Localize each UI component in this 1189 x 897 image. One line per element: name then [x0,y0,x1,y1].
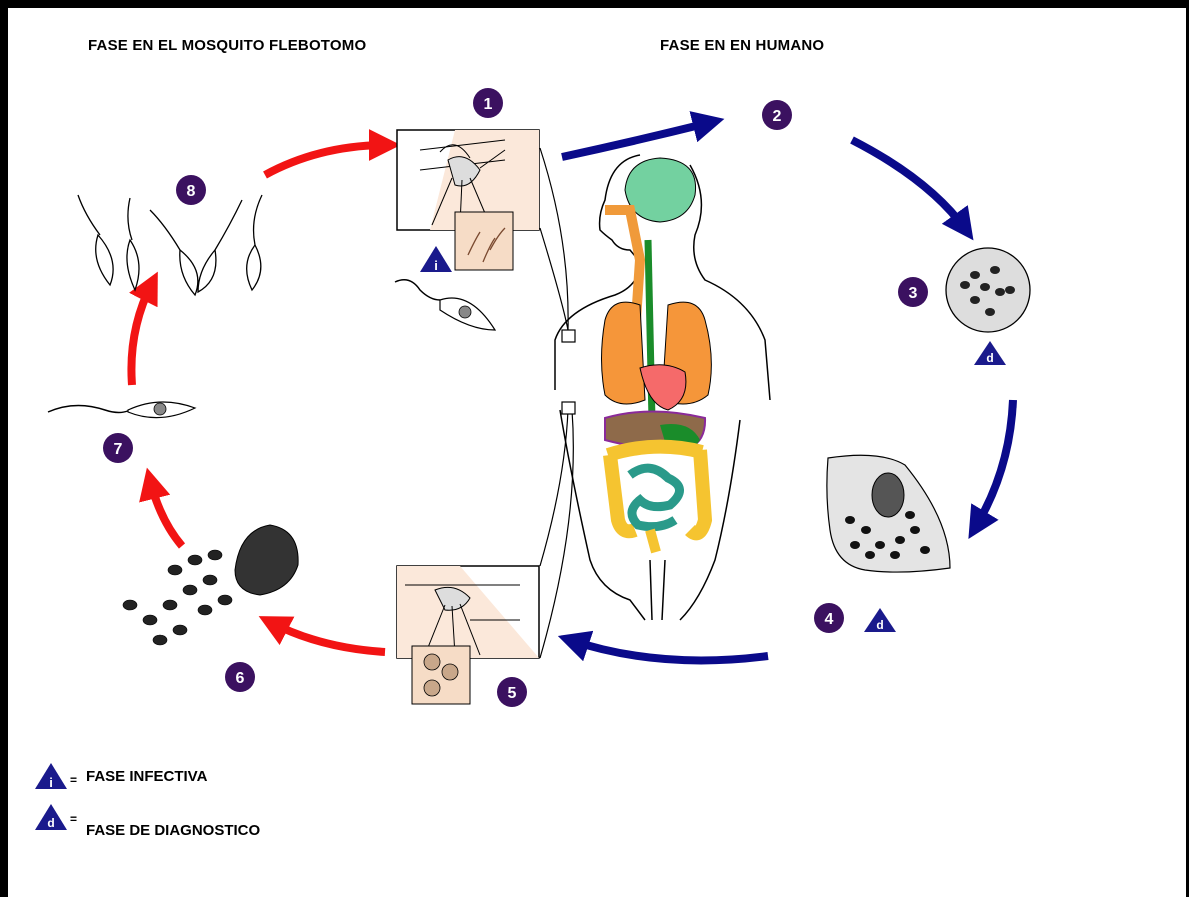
step-7-marker: 7 [103,433,133,463]
legend-diagnostic-equals: = [70,812,77,826]
diagnostic-stage-marker-4: d [864,608,896,632]
step-1-label: 1 [484,96,493,113]
promastigote-elongated-icon [48,402,195,418]
arrow-7-to-8 [131,283,152,385]
legend-diagnostic-icon: d [35,804,67,830]
step-2-label: 2 [773,108,782,125]
legend-infective-label: FASE INFECTIVA [86,768,207,785]
step-3-label: 3 [909,285,918,302]
infective-stage-marker: i [420,246,452,273]
legend-infective-letter: i [49,775,53,790]
arrow-3-to-4 [975,400,1013,528]
arrow-5-to-6 [270,622,385,652]
step-5-label: 5 [508,685,517,702]
legend-infective-equals: = [70,773,77,787]
step-8-label: 8 [187,183,196,200]
diagnostic-marker-4-letter: d [876,618,883,632]
legend-infective-icon: i [35,763,67,790]
arrow-6-to-7 [150,480,182,546]
infective-marker-letter: i [434,258,438,273]
step-6-label: 6 [236,670,245,687]
diagnostic-stage-marker-3: d [974,341,1006,365]
metacyclic-promastigotes-icon [78,195,262,295]
promastigote-icon [395,280,495,330]
diagnostic-marker-3-letter: d [986,351,993,365]
arrow-2-to-3 [852,140,966,230]
legend-diagnostic-letter: d [47,816,54,830]
macrophage-icon [827,455,950,572]
sandfly-bite-icon [397,130,539,270]
step-7-label: 7 [114,441,123,458]
arrow-8-to-1 [265,145,388,175]
legend-diagnostic-label: FASE DE DIAGNOSTICO [86,822,260,839]
step-4-label: 4 [825,611,834,628]
step-4-marker: 4 [814,603,844,633]
step-2-marker: 2 [762,100,792,130]
step-6-marker: 6 [225,662,255,692]
amastigote-icon [946,248,1030,332]
human-anatomy-icon [555,155,770,620]
step-1-marker: 1 [473,88,503,118]
step-3-marker: 3 [898,277,928,307]
arrow-1-to-2 [562,122,712,157]
step-5-marker: 5 [497,677,527,707]
arrow-4-to-5 [570,640,768,660]
step-8-marker: 8 [176,175,206,205]
